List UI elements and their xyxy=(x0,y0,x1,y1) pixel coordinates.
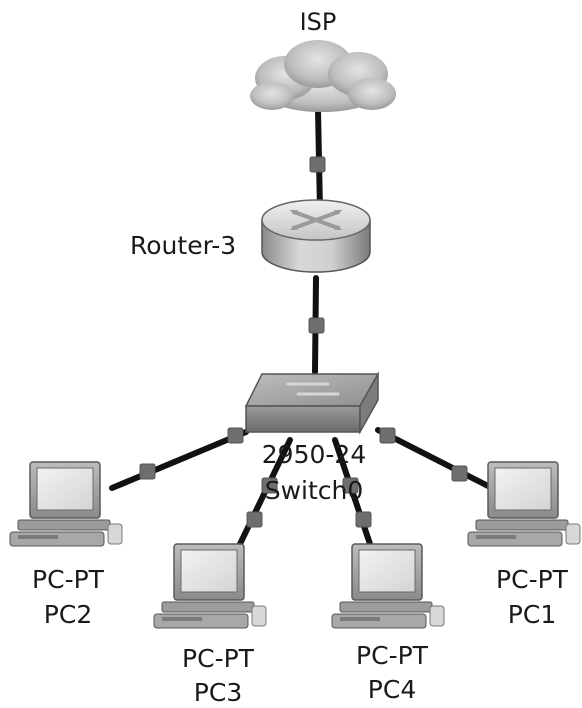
router-node: Router-3 xyxy=(130,199,371,273)
link-switch-pc2 xyxy=(109,429,249,491)
pc1-name-label: PC1 xyxy=(508,600,556,629)
isp-node: ISP xyxy=(250,8,396,112)
pc-icon xyxy=(467,461,581,547)
port-isp-router xyxy=(309,156,326,173)
port-switch-pc3-far xyxy=(246,511,263,528)
port-switch-pc2-near xyxy=(227,427,244,444)
pc-node-pc3: PC-PT PC3 xyxy=(153,543,267,707)
pc2-name-label: PC2 xyxy=(44,600,92,629)
pc4-name-label: PC4 xyxy=(368,675,416,704)
port-switch-pc4-near xyxy=(342,477,359,494)
pc3-type-label: PC-PT xyxy=(182,644,255,673)
pc-node-pc1: PC-PT PC1 xyxy=(467,461,581,629)
pc3-name-label: PC3 xyxy=(194,678,242,707)
pc-icon xyxy=(331,543,445,629)
switch-icon xyxy=(244,371,380,435)
pc-icon xyxy=(153,543,267,629)
port-router-switch xyxy=(308,317,325,334)
pc-node-pc4: PC-PT PC4 xyxy=(331,543,445,704)
switch-node: 2950-24 Switch0 xyxy=(244,371,380,505)
switch-name-label: Switch0 xyxy=(265,476,364,505)
pc-node-pc2: PC-PT PC2 xyxy=(9,461,123,629)
switch-model-label: 2950-24 xyxy=(262,440,366,469)
port-switch-pc3-near xyxy=(261,477,278,494)
pc-icon xyxy=(9,461,123,547)
cloud-icon xyxy=(250,40,396,112)
pc1-type-label: PC-PT xyxy=(496,565,569,594)
isp-label: ISP xyxy=(300,8,337,36)
pc4-type-label: PC-PT xyxy=(356,641,429,670)
link-switch-pc1 xyxy=(375,427,495,491)
port-indicators xyxy=(139,156,468,528)
port-switch-pc1-far xyxy=(451,465,468,482)
port-switch-pc1-near xyxy=(379,427,396,444)
router-icon xyxy=(261,199,371,273)
pc2-type-label: PC-PT xyxy=(32,565,105,594)
port-switch-pc2-far xyxy=(139,463,156,480)
router-label: Router-3 xyxy=(130,231,236,260)
port-switch-pc4-far xyxy=(355,511,372,528)
